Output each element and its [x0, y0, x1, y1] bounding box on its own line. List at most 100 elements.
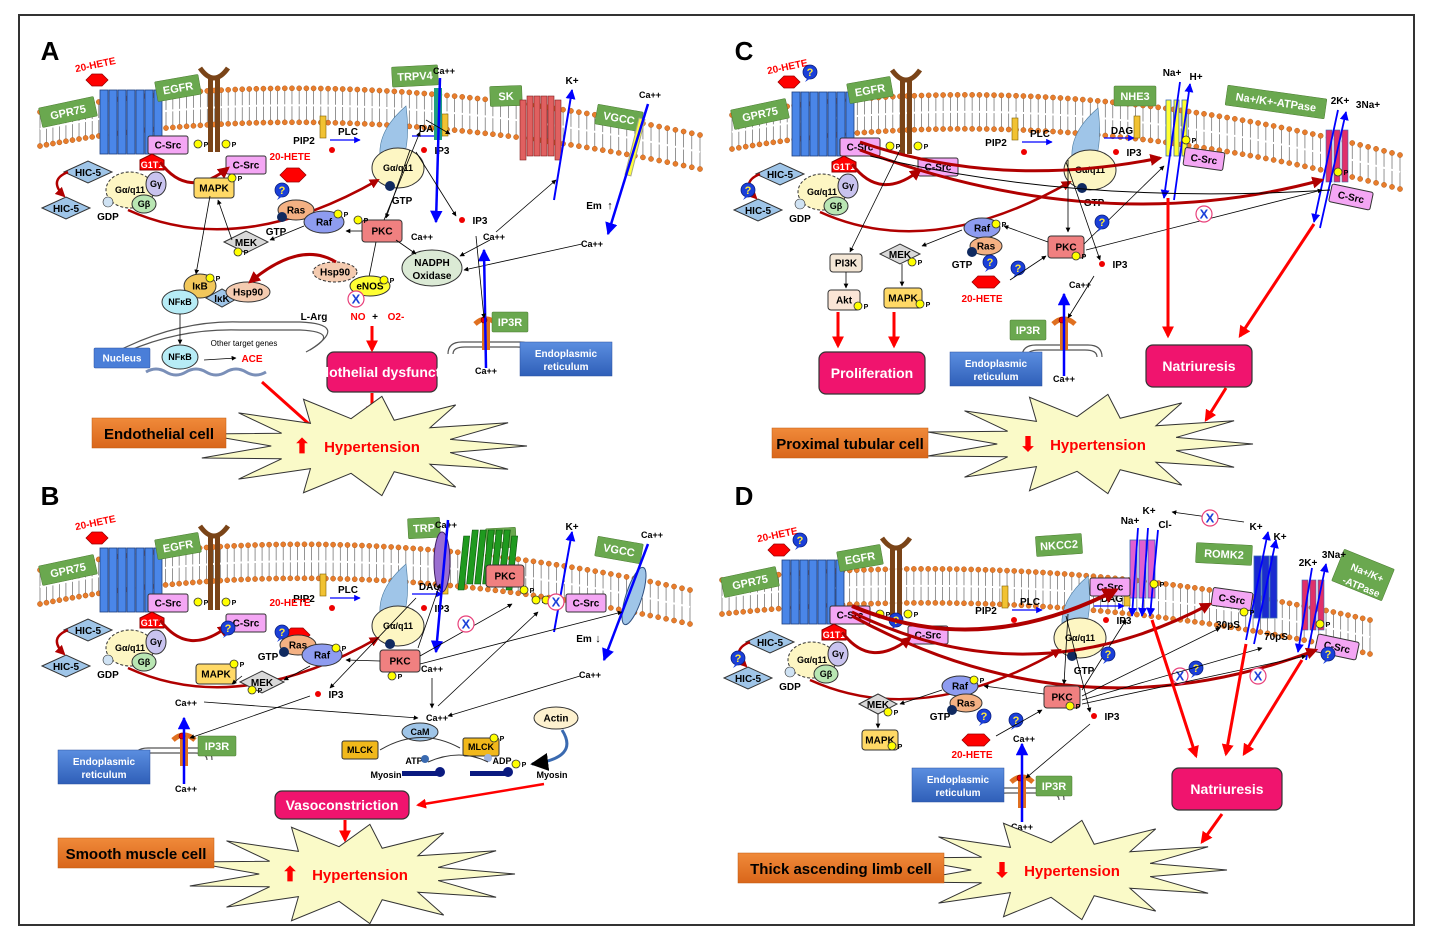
- sk-channel: [519, 95, 562, 161]
- mapk-box-label: MAPK: [888, 294, 918, 305]
- lipid-head-outer: [576, 565, 583, 572]
- panel-letter-c: C: [735, 36, 754, 66]
- lipid-head-inner: [169, 581, 176, 588]
- lipid-head-outer: [330, 541, 336, 548]
- cam-protein-shape: [401, 722, 439, 742]
- lipid-head-outer: [318, 85, 324, 92]
- lipid-head-inner: [854, 130, 861, 136]
- lipid-head-outer: [954, 566, 960, 572]
- phosphate-label: P: [216, 276, 221, 283]
- hete-molecule: [961, 733, 991, 747]
- ip3-icon: [421, 605, 427, 611]
- hic5-adapter-shape: [722, 666, 774, 690]
- lipid-head-inner: [260, 119, 267, 126]
- hete-label: 20-HETE: [951, 750, 992, 761]
- csrc-box: C-Src: [1328, 183, 1374, 211]
- atpase-natriuresis-arrow: [1242, 659, 1304, 757]
- lipid-head-inner: [1365, 178, 1371, 184]
- gpr75-helix: [818, 91, 828, 157]
- ras-protein-label: Ras: [287, 206, 306, 217]
- egfr-receptor: [197, 524, 231, 610]
- csrc-box-label: C-Src: [915, 631, 942, 642]
- romk2-tag-label: ROMK2: [1204, 548, 1244, 562]
- phosphate-label: P: [344, 212, 349, 219]
- question-glyph: ?: [279, 627, 286, 639]
- lipid-head-outer: [1255, 120, 1261, 126]
- lipid-head-inner: [176, 124, 183, 130]
- lipid-head-inner: [1224, 148, 1230, 155]
- lipid-head-inner: [310, 119, 317, 126]
- lipid-head-outer: [688, 130, 695, 137]
- question-tail: [1011, 725, 1017, 730]
- gbeta-subunit-label: Gβ: [138, 199, 151, 209]
- lipid-head-inner: [82, 135, 89, 141]
- atp-icon: [421, 755, 429, 763]
- k-label: K+: [1249, 522, 1262, 533]
- lipid-head-inner: [43, 599, 50, 606]
- pip2-icon: [1011, 117, 1019, 141]
- sk-helix: [519, 99, 527, 161]
- lipid-head-inner: [82, 592, 89, 599]
- phosphate-icon: [1333, 167, 1343, 177]
- lipid-head-inner: [1213, 622, 1220, 628]
- lipid-head-inner: [162, 582, 169, 588]
- lipid-head-inner: [296, 119, 302, 126]
- egfr-tag: EGFR: [846, 76, 894, 104]
- trpv4-tag-shape: [391, 64, 439, 88]
- blocked-glyph: X: [1206, 511, 1215, 526]
- ip3r-tag-shape: [1035, 775, 1073, 797]
- lipid-head-outer: [413, 90, 420, 96]
- lipid-head-outer: [1042, 94, 1049, 100]
- question-glyph: ?: [1013, 715, 1020, 727]
- galpha-gtp-label: Gα/q11: [1065, 633, 1095, 643]
- ras-protein-shape: [949, 693, 983, 713]
- lipid-head-inner: [513, 134, 519, 140]
- gdp-label: GDP: [789, 214, 811, 225]
- raf-mek-arrow: [921, 229, 963, 247]
- blocked-glyph: X: [1176, 669, 1185, 684]
- k-influx-arrow: [1138, 527, 1149, 617]
- lipid-head-outer: [530, 558, 537, 565]
- lipid-head-inner: [976, 126, 983, 132]
- galpha-gdp-label: Gα/q11: [797, 655, 827, 665]
- question-glyph: ?: [1099, 217, 1106, 229]
- gdp-label: GDP: [779, 682, 801, 693]
- lipid-head-inner: [176, 580, 182, 587]
- lipid-head-inner: [968, 600, 974, 607]
- phosphate-label: P: [1076, 704, 1081, 711]
- lipid-head-inner: [281, 119, 288, 126]
- lipid-head-inner: [1301, 637, 1307, 643]
- cell-type-label-shape: [771, 427, 929, 459]
- lipid-head-inner: [359, 576, 365, 583]
- k-label: 2K+: [1299, 558, 1318, 569]
- dag-pkc-arrow: [385, 149, 411, 219]
- galpha-gtp: Gα/q11: [371, 147, 425, 189]
- lipid-head-outer: [687, 587, 693, 593]
- cell-type-label: Smooth muscle cell: [57, 837, 215, 869]
- phosphate-label: P: [1002, 222, 1007, 229]
- nucleus-tag-label: Nucleus: [103, 354, 142, 365]
- lipid-head-inner: [591, 145, 598, 152]
- lipid-head-inner: [663, 616, 669, 622]
- phosphate-label: P: [522, 762, 527, 769]
- nkcc2-tag: NKCC2: [1035, 533, 1083, 557]
- egfr-tag-label: EGFR: [844, 550, 876, 567]
- lipid-head-outer: [410, 545, 417, 552]
- hic5-adapter-label: HIC-5: [757, 638, 784, 649]
- lipid-head-inner: [775, 605, 782, 612]
- er-ca-release-arrow: [477, 248, 491, 369]
- gpr75-helix: [781, 559, 791, 625]
- phosphate-label: P: [894, 710, 899, 717]
- hsp90-protein-label: Hsp90: [233, 288, 263, 299]
- nak-atpase-tag: Na+/K+-ATPase: [1224, 85, 1328, 119]
- romk-k-efflux-arrow: [1253, 539, 1279, 645]
- gpr75-helix: [126, 89, 136, 155]
- csrc-box-label: C-Src: [233, 161, 260, 172]
- lipid-head-outer: [1278, 124, 1285, 131]
- lipid-head-inner: [308, 575, 315, 582]
- egfr-ectodomain: [197, 66, 231, 81]
- phosphate-label: P: [926, 302, 931, 309]
- lipid-head-inner: [672, 161, 679, 167]
- gtp-icon: [1077, 183, 1087, 193]
